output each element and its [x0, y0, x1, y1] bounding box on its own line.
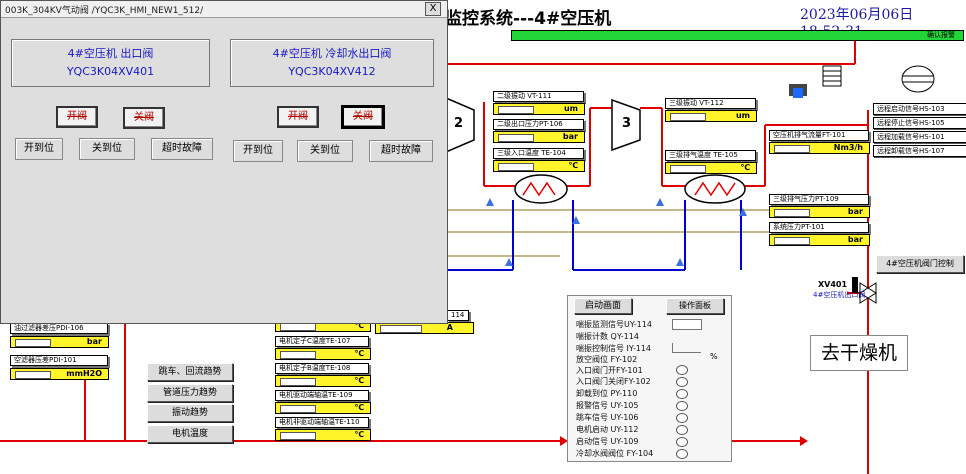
- alarm-bar[interactable]: 确认报警: [511, 30, 964, 41]
- panel-row: 卸载到位 PY-110: [576, 389, 638, 398]
- panel-row: 跳车信号 UY-106: [576, 413, 639, 422]
- valve2-tag: YQC3K04XV412: [288, 65, 376, 78]
- valve2-group: 4#空压机 冷却水出口阀 YQC3K04XV412: [230, 39, 434, 87]
- valve1-timeout-status: 超时故障: [151, 138, 213, 160]
- start-screen-button[interactable]: 启动画面: [574, 298, 632, 314]
- status-indicator-icon: [676, 437, 688, 447]
- valve1-close-button[interactable]: 关阀: [123, 107, 165, 129]
- panel-row: 喘振监测信号UY-114: [576, 320, 652, 329]
- valve1-title: 4#空压机 出口阀: [67, 47, 154, 60]
- valve2-close-button[interactable]: 关阀: [341, 105, 385, 129]
- status-panel: 启动画面 操作面板 喘振监测信号UY-114 喘振计数 QY-114 喘振控制信…: [567, 295, 732, 462]
- ft101-label: 空压机排气流量FT-101: [769, 130, 869, 141]
- remote-start-tag: 远程启动信号HS-103: [873, 103, 966, 115]
- motor-temp-c-label: 电机定子C温度TE-107: [275, 336, 369, 347]
- status-indicator-icon: [676, 365, 688, 375]
- status-indicator-icon: [676, 449, 688, 459]
- te105-value: ℃: [665, 162, 757, 174]
- pipe-pressure-trend-button[interactable]: 管道压力趋势: [147, 384, 233, 402]
- status-indicator-icon: [676, 377, 688, 387]
- valve1-group: 4#空压机 出口阀 YQC3K04XV401: [11, 39, 210, 87]
- remote-stop-tag: 远程停止信号HS-105: [873, 117, 966, 129]
- motor-temp-b-label: 电机定子B温度TE-108: [275, 363, 369, 374]
- status-indicator-icon: [676, 389, 688, 399]
- panel-row: 喘振计数 QY-114: [576, 332, 639, 341]
- page-title: 监控系统---4#空压机: [445, 9, 612, 29]
- vt112-label: 三级振动 VT-112: [665, 98, 756, 109]
- panel-row: 放空阀位 FY-102: [576, 355, 638, 364]
- valve-popup-window: 003K_304KV气动阀 /YQC3K_HMI_NEW1_512/ X 4#空…: [0, 0, 448, 324]
- alarm-bar-label: 确认报警: [927, 31, 955, 39]
- valve1-open-status: 开到位: [15, 138, 63, 160]
- pt109-label: 三级排气压力PT-109: [769, 194, 869, 205]
- panel-row: 入口阀门开FY-101: [576, 366, 643, 375]
- valve1-open-button[interactable]: 开阀: [56, 106, 98, 128]
- remote-unload-tag: 远程卸载信号HS-107: [873, 145, 966, 157]
- motor-de-temp-value: ℃: [275, 402, 371, 414]
- surge-control-box: [672, 343, 701, 353]
- percent-unit: %: [710, 352, 718, 361]
- vt112-value: um: [665, 110, 757, 122]
- panel-row: 电机启动 UY-112: [576, 425, 639, 434]
- pt106-value: bar: [493, 131, 585, 143]
- surge-value-box: [672, 319, 702, 330]
- vibration-trend-button[interactable]: 振动趋势: [147, 404, 233, 422]
- current-114-label: 114: [447, 310, 469, 321]
- te104-value: ℃: [493, 160, 585, 172]
- valve1-closed-status: 关到位: [79, 138, 135, 160]
- vt111-value: um: [493, 103, 585, 115]
- valve-control-button[interactable]: 4#空压机阀门控制: [876, 255, 964, 273]
- pdi101-label: 空滤器压差PDI-101: [10, 355, 108, 366]
- stage-2-label: 2: [454, 116, 464, 131]
- xv401-tag: XV401: [818, 280, 848, 289]
- motor-temp-button[interactable]: 电机温度: [147, 425, 233, 443]
- xv401-actuator-icon[interactable]: [852, 277, 858, 293]
- pt101-value: bar: [769, 234, 870, 246]
- ft101-value: Nm3/h: [769, 142, 870, 154]
- te105-label: 三级排气温度 TE-105: [665, 150, 756, 161]
- pt101-label: 系统压力PT-101: [769, 222, 869, 233]
- operation-panel-button[interactable]: 操作面板: [666, 298, 724, 314]
- close-icon[interactable]: X: [425, 2, 441, 16]
- motor-nde-temp-label: 电机非驱动端轴温TE-110: [275, 417, 369, 428]
- xv401-label: 4#空压机出口阀: [813, 291, 866, 299]
- popup-titlebar[interactable]: 003K_304KV气动阀 /YQC3K_HMI_NEW1_512/ X: [1, 1, 447, 18]
- status-indicator-icon: [676, 401, 688, 411]
- stage-3-label: 3: [622, 116, 632, 131]
- pt109-value: bar: [769, 206, 870, 218]
- te104-label: 三级入口温度 TE-104: [493, 148, 584, 159]
- pdi101-value: mmH2O: [10, 368, 109, 380]
- valve2-open-status: 开到位: [233, 140, 283, 162]
- valve2-title: 4#空压机 冷却水出口阀: [272, 47, 392, 60]
- motor-temp-b-value: ℃: [275, 375, 371, 387]
- status-indicator-icon: [676, 413, 688, 423]
- valve2-closed-status: 关到位: [297, 140, 353, 162]
- pdi106-value: bar: [10, 336, 109, 348]
- remote-load-tag: 远程加载信号HS-101: [873, 131, 966, 143]
- valve1-tag: YQC3K04XV401: [66, 65, 155, 78]
- dryer-label: 去干燥机: [810, 335, 908, 371]
- trip-recycle-trend-button[interactable]: 跳车、回流趋势: [147, 363, 233, 381]
- motor-nde-temp-value: ℃: [275, 429, 371, 441]
- pdi106-label: 油过滤器差压PDI-106: [10, 323, 108, 334]
- pt106-label: 二级出口压力PT-106: [493, 119, 584, 130]
- popup-title: 003K_304KV气动阀 /YQC3K_HMI_NEW1_512/: [5, 6, 204, 16]
- motor-de-temp-label: 电机驱动端轴温TE-109: [275, 390, 369, 401]
- panel-row: 启动信号 UY-109: [576, 437, 639, 446]
- panel-row: 报警信号 UY-105: [576, 401, 639, 410]
- vt111-label: 二级振动 VT-111: [493, 91, 584, 102]
- valve2-open-button[interactable]: 开阀: [277, 106, 319, 128]
- panel-row: 冷却水阀阀位 FY-104: [576, 449, 654, 458]
- status-indicator-icon: [676, 425, 688, 435]
- valve2-timeout-status: 超时故障: [369, 140, 433, 162]
- panel-row: 入口阀门关闭FY-102: [576, 377, 651, 386]
- motor-temp-c-value: ℃: [275, 348, 371, 360]
- panel-row: 喘振控制信号 IY-114: [576, 344, 651, 353]
